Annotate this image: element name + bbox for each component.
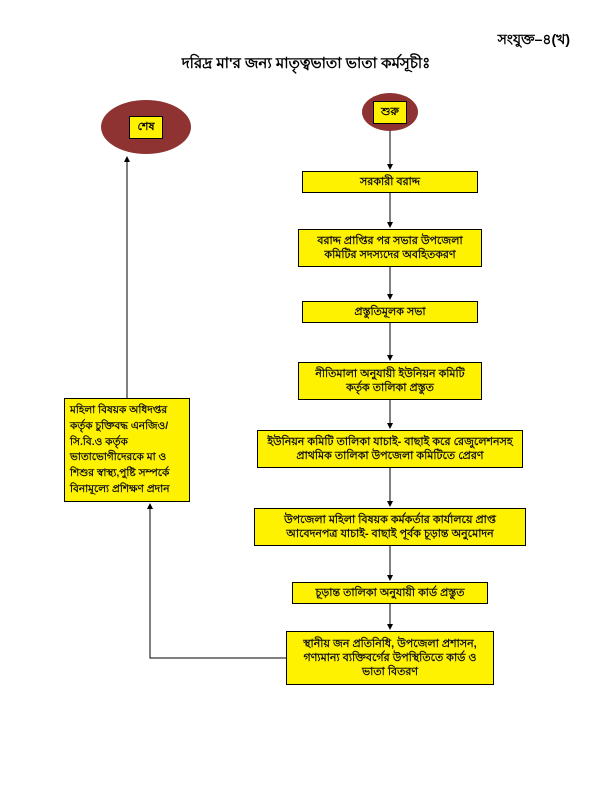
start-terminator-label: শুরু	[373, 100, 407, 124]
page-title: দরিদ্র মা'র জন্য মাতৃত্বভাতা ভাতা কর্মসূ…	[181, 55, 431, 72]
flow-step-label: স্থানীয় জন প্রতিনিধি, উপজেলা প্রশাসন, গ…	[303, 637, 477, 679]
side-note-training-box: মহিলা বিষয়ক অধিদপ্তর কর্তৃক চুক্তিবদ্ধ …	[64, 398, 190, 502]
flow-step-card-allowance-distribution: স্থানীয় জন প্রতিনিধি, উপজেলা প্রশাসন, গ…	[286, 631, 494, 685]
flow-step-list-verification-send: ইউনিয়ন কমিটি তালিকা যাচাই- বাছাই করে রে…	[257, 430, 523, 468]
flow-step-label: প্রস্তুতিমূলক সভা	[354, 305, 426, 318]
attachment-label: সংযুক্ত–৪(খ)	[497, 31, 570, 47]
flow-step-label: ইউনিয়ন কমিটি তালিকা যাচাই- বাছাই করে রে…	[267, 435, 513, 462]
flow-step-label: বরাদ্দ প্রাপ্তির পর সভার উপজেলা কমিটির স…	[317, 234, 463, 261]
flow-step-preparatory-meeting: প্রস্তুতিমূলক সভা	[302, 301, 478, 323]
flow-step-committee-notification: বরাদ্দ প্রাপ্তির পর সভার উপজেলা কমিটির স…	[298, 229, 482, 267]
flow-step-union-committee-list: নীতিমালা অনুযায়ী ইউনিয়ন কমিটি কর্তৃক ত…	[298, 362, 482, 400]
flow-step-label: উপজেলা মহিলা বিষয়ক কর্মকর্তার কার্যালয়…	[284, 513, 496, 540]
flow-step-final-approval: উপজেলা মহিলা বিষয়ক কর্মকর্তার কার্যালয়…	[254, 508, 526, 546]
end-terminator-label: শেষ	[129, 115, 163, 139]
flow-step-label: সরকারী বরাদ্দ	[360, 175, 420, 188]
flow-step-label: নীতিমালা অনুযায়ী ইউনিয়ন কমিটি কর্তৃক ত…	[315, 367, 465, 394]
side-note-label: মহিলা বিষয়ক অধিদপ্তর কর্তৃক চুক্তিবদ্ধ …	[70, 404, 170, 495]
flow-step-government-allocation: সরকারী বরাদ্দ	[302, 171, 478, 193]
start-terminator: শুরু	[362, 93, 418, 131]
flow-step-label: চূড়ান্ত তালিকা অনুযায়ী কার্ড প্রস্তুত	[315, 586, 465, 599]
end-terminator: শেষ	[101, 100, 191, 154]
flow-step-card-preparation: চূড়ান্ত তালিকা অনুযায়ী কার্ড প্রস্তুত	[292, 582, 488, 604]
